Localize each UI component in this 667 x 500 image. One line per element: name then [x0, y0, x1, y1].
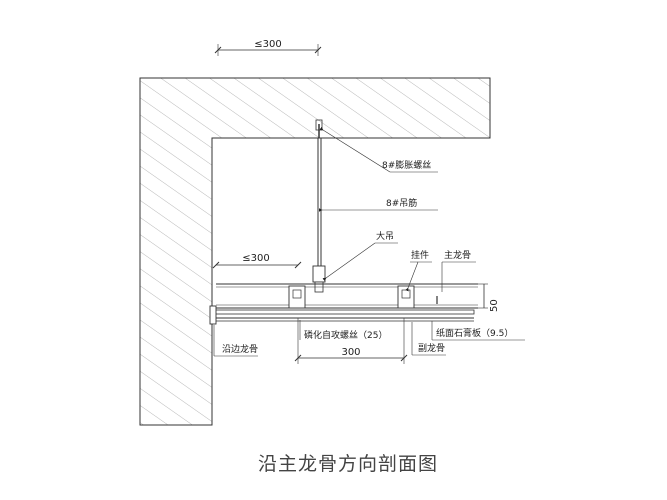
label-secondary-keel: 副龙骨: [418, 342, 445, 354]
concrete-structure: [139, 77, 491, 426]
dimension-bottom-label: 300: [341, 347, 360, 358]
dimension-keel-height: 50: [478, 283, 500, 312]
drawing-title: 沿主龙骨方向剖面图: [258, 453, 438, 475]
label-expansion-bolt: 8#膨胀螺丝: [382, 159, 431, 171]
dimension-top-label: ≤300: [254, 39, 281, 50]
dimension-keel-height-label: 50: [489, 299, 500, 312]
label-gypsum-board: 纸面石膏板（9.5）: [436, 327, 513, 339]
label-hanger: 大吊: [376, 230, 394, 242]
dimension-mid: ≤300: [212, 253, 302, 269]
label-pendant: 挂件: [411, 249, 429, 261]
main-keel: [216, 283, 478, 309]
dimension-bottom: 300: [294, 318, 408, 364]
label-phosphated-screw: 磷化自攻螺丝（25）: [304, 329, 387, 341]
label-hanger-rod: 8#吊筋: [386, 197, 417, 209]
annotations: 8#膨胀螺丝 8#吊筋 大吊 挂件 主龙骨 磷化自攻螺丝（25） 纸面石膏板（9…: [213, 126, 525, 357]
label-main-keel: 主龙骨: [444, 249, 471, 261]
label-edge-keel: 沿边龙骨: [222, 343, 258, 355]
dimension-mid-label: ≤300: [242, 253, 269, 264]
hanger-rod: [312, 119, 326, 293]
dimension-top: ≤300: [214, 39, 322, 56]
keel-clips: [288, 285, 438, 309]
ceiling-board: [209, 305, 475, 325]
